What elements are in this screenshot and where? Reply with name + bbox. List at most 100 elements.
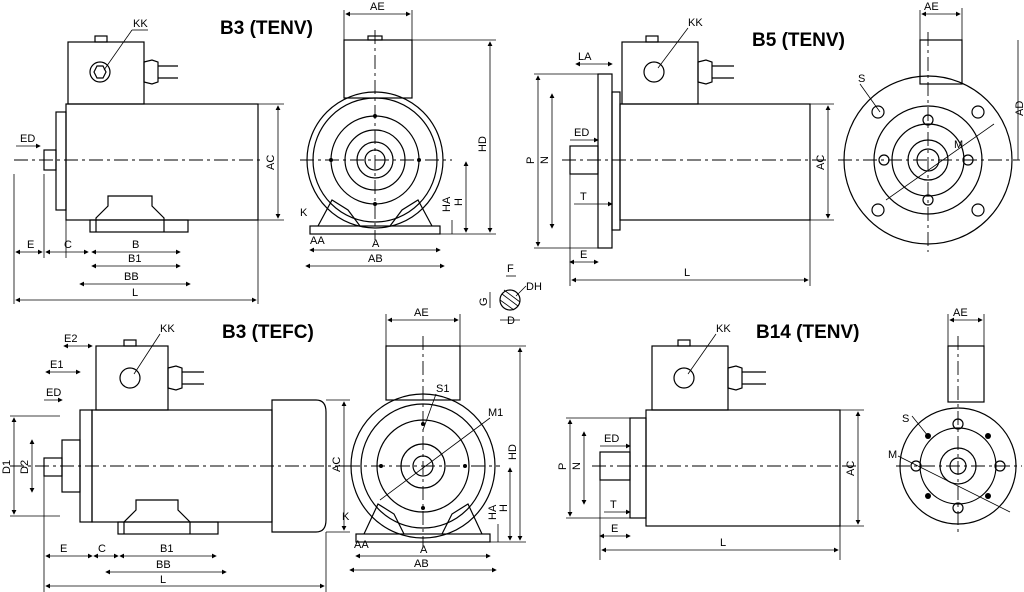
label-s-b14: S bbox=[902, 413, 909, 425]
motor-body bbox=[619, 103, 811, 221]
mount-hole bbox=[925, 493, 931, 499]
leader-s bbox=[911, 415, 929, 437]
label-bb: BB bbox=[124, 271, 139, 283]
b3-tefc-end-view: AE S1 M1 HD H HA K AA A AB bbox=[342, 307, 526, 573]
foot-plate bbox=[117, 521, 219, 535]
terminal-box bbox=[919, 39, 963, 85]
foot bbox=[389, 199, 433, 227]
label-m-b14: M bbox=[888, 449, 897, 461]
foot-plate bbox=[355, 533, 491, 543]
label-aa-tefc: AA bbox=[354, 539, 369, 551]
foot bbox=[95, 195, 165, 232]
terminal-box bbox=[343, 39, 413, 99]
label-ac-tefc: AC bbox=[331, 457, 343, 472]
leader-kk bbox=[133, 333, 161, 375]
label-m: M bbox=[954, 139, 963, 151]
label-l-b14: L bbox=[720, 537, 726, 549]
leader-s1 bbox=[422, 393, 437, 431]
label-l-b5: L bbox=[684, 267, 690, 279]
bolt-hole bbox=[421, 506, 425, 510]
title-b3-tenv: B3 (TENV) bbox=[220, 18, 313, 39]
terminal-box-cap bbox=[94, 35, 108, 43]
label-e1: E1 bbox=[50, 359, 63, 371]
label-hd: HD bbox=[477, 136, 489, 152]
foot bbox=[123, 499, 191, 534]
label-ac: AC bbox=[265, 155, 277, 170]
label-ha-tefc: HA bbox=[487, 504, 499, 520]
label-g: G bbox=[478, 297, 490, 306]
label-hd-tefc: HD bbox=[507, 444, 519, 460]
shaft bbox=[43, 457, 63, 477]
b3-tenv-side-view: B3 (TENV) AC ED KK E bbox=[13, 18, 313, 304]
title-b14-tenv: B14 (TENV) bbox=[756, 322, 859, 343]
side-gland bbox=[143, 59, 159, 85]
label-e: E bbox=[27, 239, 34, 251]
label-t-b14: T bbox=[610, 499, 617, 511]
label-bb-tefc: BB bbox=[156, 559, 171, 571]
foot bbox=[441, 503, 483, 535]
label-h-tefc: H bbox=[498, 504, 510, 512]
label-f: F bbox=[507, 263, 514, 275]
label-s: S bbox=[858, 73, 865, 85]
label-d2: D2 bbox=[19, 460, 31, 474]
label-p-b14: P bbox=[557, 463, 569, 470]
label-kk-b5: KK bbox=[688, 17, 703, 29]
leader-kk bbox=[687, 333, 717, 375]
gland-nut bbox=[93, 65, 107, 79]
fan-cover bbox=[271, 399, 327, 533]
label-kk-tefc: KK bbox=[160, 323, 175, 335]
leader-kk bbox=[657, 27, 689, 69]
label-a-tefc: A bbox=[420, 544, 428, 556]
flange bbox=[597, 73, 613, 249]
label-b1-tefc: B1 bbox=[160, 543, 173, 555]
label-la: LA bbox=[578, 51, 592, 63]
mount-hole bbox=[985, 493, 991, 499]
mount-hole bbox=[971, 105, 985, 119]
label-m1: M1 bbox=[488, 407, 503, 419]
label-d: D bbox=[507, 315, 515, 327]
b14-tenv-end-view: AE S M bbox=[888, 307, 1022, 532]
leader-m bbox=[885, 123, 995, 201]
title-b5-tenv: B5 (TENV) bbox=[752, 30, 845, 51]
label-n: N bbox=[539, 156, 551, 164]
foot-plate bbox=[89, 219, 189, 233]
label-e2: E2 bbox=[64, 333, 77, 345]
terminal-box bbox=[621, 41, 699, 105]
label-k: K bbox=[300, 207, 308, 219]
side-gland bbox=[697, 59, 713, 85]
label-ed-b5: ED bbox=[574, 127, 589, 139]
label-n-b14: N bbox=[571, 462, 583, 470]
label-t: T bbox=[580, 191, 587, 203]
b5-tenv-side-view: B5 (TENV) KK LA P N ED T E AC L bbox=[525, 17, 845, 286]
label-h: H bbox=[453, 198, 465, 206]
terminal-box-cap bbox=[677, 339, 691, 347]
leader-dh bbox=[515, 285, 527, 297]
label-c-tefc: C bbox=[98, 543, 106, 555]
foot bbox=[317, 199, 361, 227]
flange-spigot bbox=[611, 91, 621, 231]
foot bbox=[363, 503, 405, 535]
flange-face bbox=[629, 417, 647, 519]
mount-hole bbox=[871, 105, 885, 119]
cable-gland bbox=[673, 367, 695, 389]
label-ae-b14: AE bbox=[953, 307, 968, 319]
label-ae-b5: AE bbox=[924, 1, 939, 13]
leader-m1 bbox=[379, 417, 491, 501]
label-k-tefc: K bbox=[342, 511, 350, 523]
label-ae: AE bbox=[370, 1, 385, 13]
motor-body bbox=[645, 409, 841, 527]
bolt-hole bbox=[373, 202, 377, 206]
b3-tenv-end-view: AE HD H HA K AA A AB bbox=[300, 1, 496, 269]
mount-hole bbox=[871, 203, 885, 217]
flange-end bbox=[55, 111, 67, 211]
motor-body bbox=[65, 103, 259, 221]
label-d1: D1 bbox=[1, 460, 13, 474]
mount-hole bbox=[971, 203, 985, 217]
b5-tenv-end-view: AE M S AD bbox=[838, 1, 1024, 252]
label-a: A bbox=[372, 238, 380, 250]
label-kk-b14: KK bbox=[716, 323, 731, 335]
label-ed-tefc: ED bbox=[46, 387, 61, 399]
foot-plate bbox=[309, 225, 441, 235]
label-ed: ED bbox=[20, 133, 35, 145]
